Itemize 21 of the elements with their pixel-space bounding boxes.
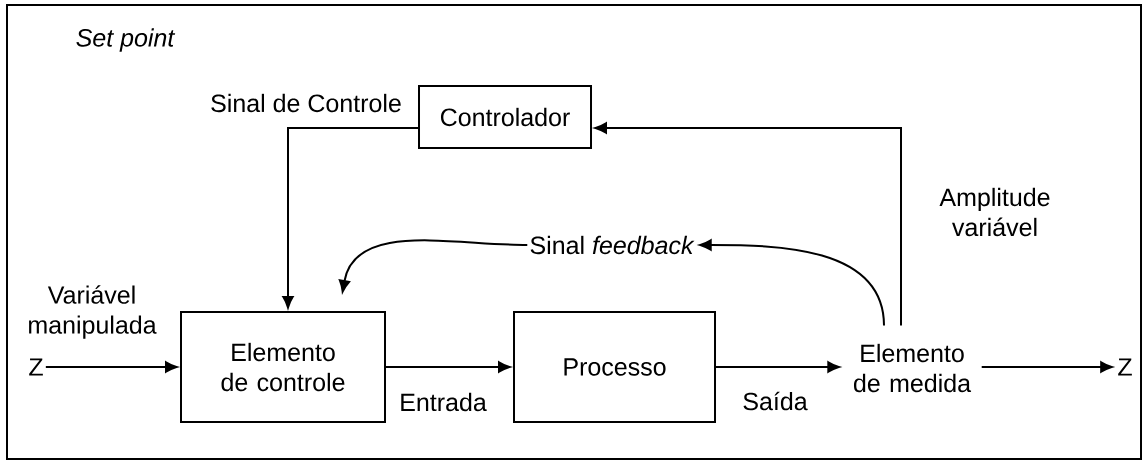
edge-label: Amplitude variável — [939, 187, 1050, 237]
process-box: Controlador — [418, 85, 592, 149]
process-box: Elemento de controle — [180, 311, 386, 423]
edge-label: Sinal de Controle — [211, 93, 401, 113]
arrow — [338, 239, 529, 293]
node-text: Sinal feedback — [530, 235, 695, 255]
node-text: Z — [1118, 358, 1132, 376]
note-text: Set point — [76, 28, 176, 52]
arrow — [385, 361, 511, 373]
node-text: Z — [29, 358, 43, 376]
arrow — [699, 239, 885, 327]
edge-label: Variável manipulada — [29, 285, 157, 339]
edge-label: Saída — [743, 391, 808, 411]
arrow — [715, 361, 840, 373]
node-text: Elemento de medida — [854, 343, 972, 393]
edge-label: Entrada — [401, 392, 487, 412]
arrow — [594, 122, 902, 327]
arrow — [980, 361, 1113, 373]
process-box: Processo — [513, 311, 716, 423]
arrow — [282, 127, 419, 309]
arrow — [44, 361, 178, 373]
